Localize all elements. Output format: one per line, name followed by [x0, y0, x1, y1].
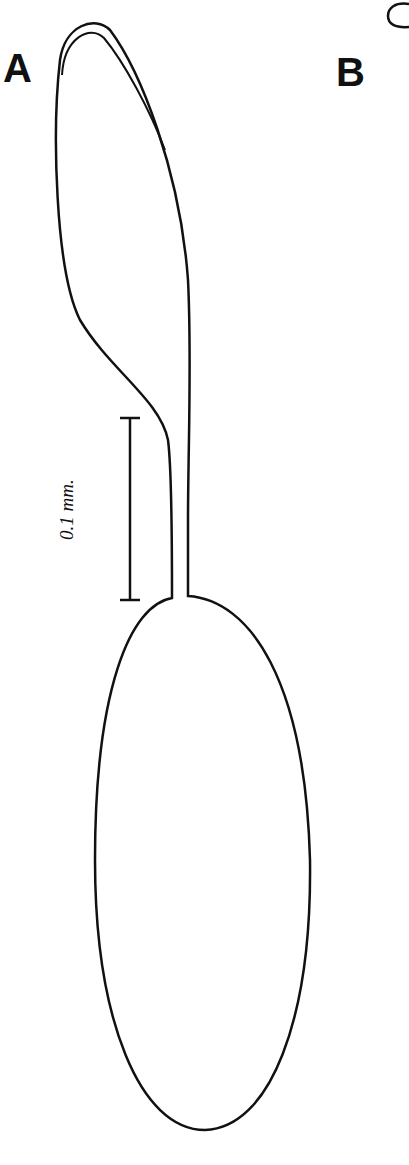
scale-bar-tick [120, 417, 140, 420]
figure-letter: B [336, 52, 365, 92]
scale-bar-tick [120, 599, 140, 602]
egg-tip-double-line [62, 33, 165, 150]
partial-figure-outline [388, 4, 409, 28]
figure-letter: A [3, 48, 32, 88]
scale-bar [129, 418, 132, 600]
scale-label: 0.1 mm. [57, 479, 76, 540]
egg-outline [56, 23, 310, 1130]
